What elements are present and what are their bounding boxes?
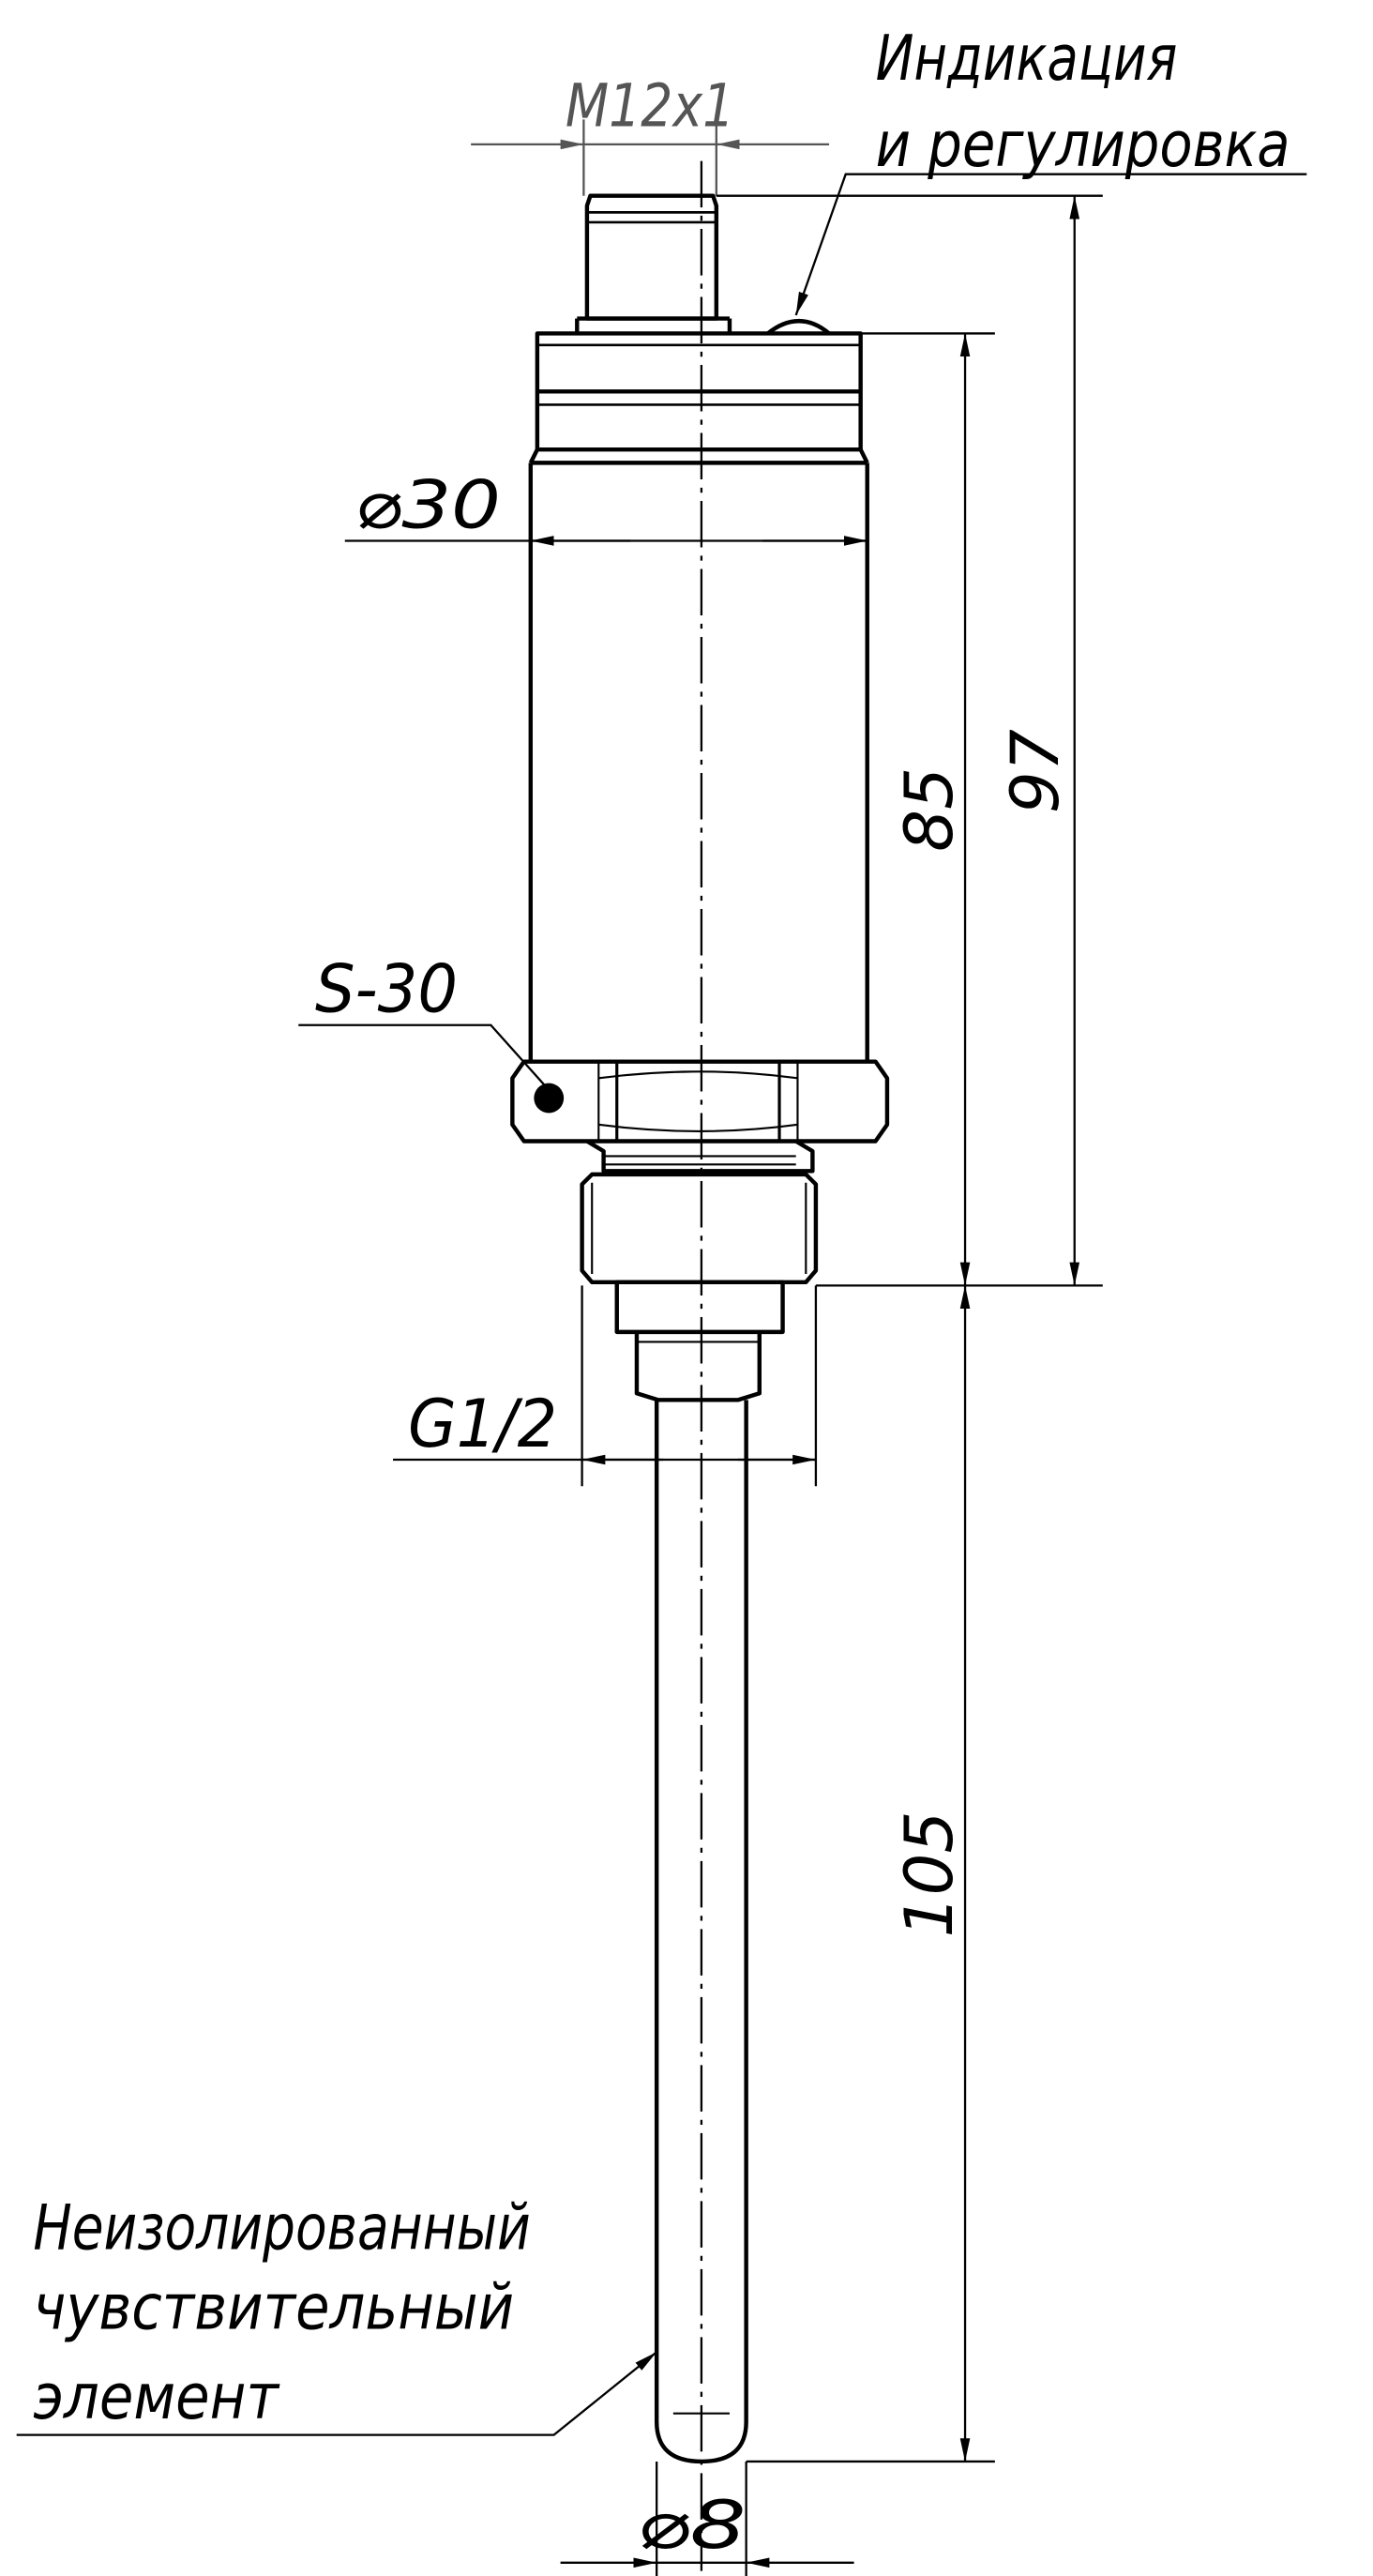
label-g-thread: G1/2 <box>408 1385 557 1462</box>
label-diameter-probe: ⌀8 <box>637 2486 747 2564</box>
label-wrench: S-30 <box>315 950 458 1028</box>
g-thread <box>580 1172 819 1285</box>
label-dim-85: 85 <box>890 767 968 852</box>
head-cap <box>528 331 869 464</box>
dim-diameter-probe <box>560 2461 854 2576</box>
sensor-leader <box>16 2351 657 2436</box>
dim-g-thread <box>393 1285 818 1487</box>
label-sensor-1: Неизолированный <box>33 2191 530 2265</box>
thread-neck <box>585 1139 815 1174</box>
body-cylinder <box>528 461 869 1062</box>
dim-m12 <box>471 119 830 196</box>
dimension-lines <box>16 119 1307 2576</box>
indication-leader <box>794 173 1307 316</box>
label-sensor-3: элемент <box>33 2360 279 2433</box>
label-diameter-body: ⌀30 <box>355 465 501 543</box>
wrench-mark <box>534 1083 565 1114</box>
wrench-leader <box>298 1023 549 1089</box>
lower-collar <box>614 1280 785 1402</box>
adjust-button <box>766 319 831 336</box>
label-m12: M12x1 <box>566 71 734 141</box>
device-outline <box>510 193 890 2464</box>
label-indication-2: и регулировка <box>876 108 1290 181</box>
label-indication-1: Индикация <box>876 22 1178 95</box>
m12-connector <box>575 193 732 334</box>
label-dim-97: 97 <box>996 729 1074 813</box>
label-sensor-2: чувствительный <box>33 2270 514 2343</box>
label-dim-105: 105 <box>890 1811 968 1938</box>
hex-nut <box>510 1059 890 1144</box>
